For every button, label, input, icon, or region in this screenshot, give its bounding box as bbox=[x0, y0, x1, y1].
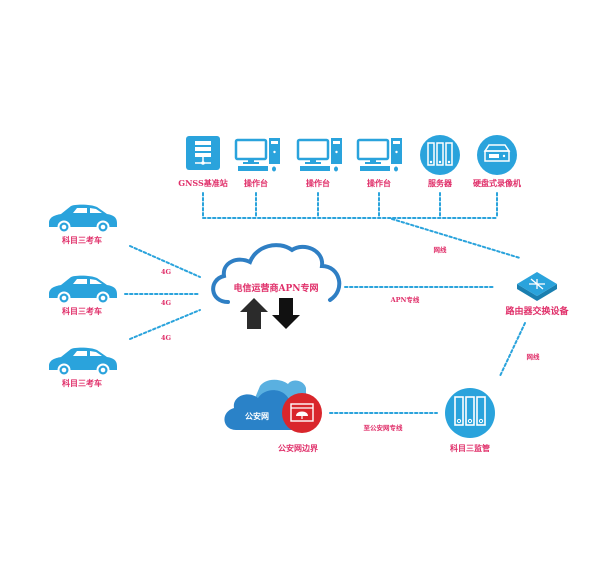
device-label-server: 服务器 bbox=[428, 178, 452, 188]
gnss-base-station-icon bbox=[186, 136, 220, 170]
police-cloud-label: 公安网 bbox=[245, 411, 269, 421]
router-switch-icon bbox=[517, 272, 557, 301]
link-router-supervision bbox=[499, 322, 526, 377]
router-label: 路由器交换设备 bbox=[505, 307, 569, 317]
device-label-console-2: 操作台 bbox=[306, 178, 330, 188]
workstation-computer-icon bbox=[356, 138, 402, 172]
car-icon bbox=[49, 347, 117, 377]
police-boundary-label: 公安网边界 bbox=[278, 443, 318, 453]
link-label-lan-top: 网线 bbox=[433, 246, 447, 254]
cloud-icon bbox=[211, 243, 342, 304]
apn-cloud-label: 电信运营商APN专网 bbox=[233, 284, 319, 294]
vehicle-label-3: 科目三考车 bbox=[62, 378, 102, 388]
workstation-computer-icon bbox=[296, 138, 342, 172]
link-label-4g-1: 4G bbox=[160, 268, 172, 276]
device-label-console-3: 操作台 bbox=[367, 178, 391, 188]
video-recorder-icon bbox=[477, 135, 517, 175]
device-label-gnss: GNSS基准站 bbox=[178, 178, 228, 188]
link-lan-router bbox=[391, 218, 521, 259]
download-arrow-icon bbox=[272, 298, 300, 329]
device-label-recorder: 硬盘式录像机 bbox=[473, 178, 521, 188]
link-label-4g-2: 4G bbox=[160, 299, 172, 307]
link-label-police: 至公安网专线 bbox=[363, 424, 403, 432]
link-label-lan-router: 网线 bbox=[526, 353, 540, 361]
supervision-label: 科目三监管 bbox=[450, 443, 490, 453]
link-4g-car-1 bbox=[129, 245, 201, 278]
device-label-console-1: 操作台 bbox=[244, 178, 268, 188]
car-icon bbox=[49, 204, 117, 234]
link-label-4g-3: 4G bbox=[160, 334, 172, 342]
car-icon bbox=[49, 275, 117, 305]
upload-arrow-icon bbox=[240, 298, 268, 329]
firewall-boundary-icon bbox=[282, 393, 322, 433]
server-icon bbox=[445, 388, 495, 438]
server-icon bbox=[420, 135, 460, 175]
link-label-apn: APN专线 bbox=[390, 296, 420, 304]
workstation-computer-icon bbox=[234, 138, 280, 172]
link-4g-car-3 bbox=[129, 309, 201, 340]
vehicle-label-2: 科目三考车 bbox=[62, 306, 102, 316]
vehicle-label-1: 科目三考车 bbox=[62, 235, 102, 245]
